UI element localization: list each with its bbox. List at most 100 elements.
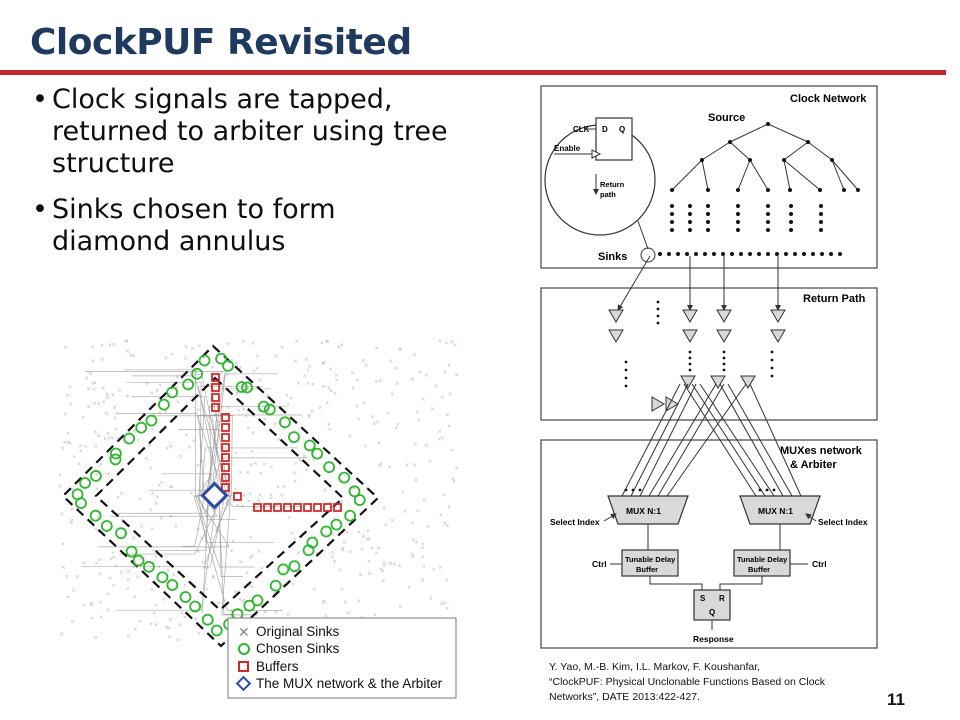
- original-sink-mark: ×: [111, 583, 115, 589]
- original-sink-mark: ×: [101, 487, 105, 493]
- original-sink-mark: ×: [299, 459, 303, 465]
- original-sink-mark: ×: [70, 507, 74, 513]
- clock-tree: [658, 122, 860, 256]
- original-sink-mark: ×: [263, 417, 267, 423]
- original-sink-mark: ×: [241, 600, 245, 606]
- buffer-mark: [221, 473, 230, 482]
- original-sink-mark: ×: [290, 531, 294, 537]
- original-sink-mark: ×: [149, 508, 153, 514]
- clock-network-panel: Clock Network Source CLK D Q Enable Retu…: [540, 85, 878, 269]
- original-sink-mark: ×: [355, 378, 359, 384]
- original-sink-mark: ×: [167, 392, 171, 398]
- original-sink-mark: ×: [100, 357, 104, 363]
- original-sink-mark: ×: [396, 422, 400, 428]
- sink-placement-figure: × × × × × × × × × × × × × × × × × × × × × × × × × × × × × × × × × × × × × × × ×…: [58, 338, 462, 702]
- original-sink-mark: ×: [280, 345, 284, 351]
- original-sink-mark: ×: [66, 440, 70, 446]
- original-sink-mark: ×: [95, 472, 99, 478]
- original-sink-mark: ×: [455, 372, 459, 378]
- chosen-sink-mark: [278, 416, 291, 429]
- outer-diamond-boundary: [61, 344, 380, 648]
- original-sink-mark: ×: [327, 385, 331, 391]
- original-sink-mark: ×: [379, 462, 383, 468]
- original-sink-mark: ×: [296, 381, 300, 387]
- original-sink-mark: ×: [445, 523, 449, 529]
- original-sink-mark: ×: [398, 347, 402, 353]
- legend-label: Buffers: [256, 659, 299, 674]
- clk-label: CLK: [573, 125, 590, 134]
- page-number: 11: [887, 690, 905, 709]
- original-sink-mark: ×: [335, 378, 339, 384]
- q-label: Q: [619, 125, 625, 134]
- original-sink-mark: ×: [65, 574, 69, 580]
- original-sink-mark: ×: [236, 408, 240, 414]
- original-sink-mark: ×: [334, 373, 338, 379]
- original-sink-mark: ×: [126, 569, 130, 575]
- original-sink-mark: ×: [230, 358, 234, 364]
- original-sink-mark: ×: [338, 567, 342, 573]
- original-sink-mark: ×: [398, 605, 402, 611]
- original-sink-mark: ×: [306, 368, 310, 374]
- original-sink-mark: ×: [364, 363, 368, 369]
- original-sink-mark: ×: [450, 477, 454, 483]
- original-sink-mark: ×: [322, 360, 326, 366]
- delay-buffer-right: [733, 549, 791, 577]
- chosen-sink-mark: [142, 560, 155, 573]
- original-sink-mark: ×: [94, 444, 98, 450]
- chosen-sink-mark: [303, 439, 316, 452]
- original-sink-mark: ×: [105, 395, 109, 401]
- chosen-sink-mark: [109, 447, 122, 460]
- original-sink-mark: ×: [166, 568, 170, 574]
- buffer-mark: [313, 503, 322, 512]
- original-sink-mark: ×: [351, 486, 355, 492]
- chosen-sink-mark: [182, 378, 195, 391]
- return-path-panel: Return Path: [540, 287, 878, 421]
- original-sink-mark: ×: [249, 584, 253, 590]
- original-sink-mark: ×: [269, 492, 273, 498]
- chosen-sink-mark: [71, 488, 84, 501]
- original-sink-mark: ×: [412, 352, 416, 358]
- original-sink-mark: ×: [276, 484, 280, 490]
- original-sink-mark: ×: [249, 462, 253, 468]
- original-sink-mark: ×: [69, 402, 73, 408]
- original-sink-mark: ×: [442, 600, 446, 606]
- original-sink-mark: ×: [373, 612, 377, 618]
- original-sink-mark: ×: [112, 453, 116, 459]
- original-sink-mark: ×: [152, 412, 156, 418]
- buffer-mark: [221, 413, 230, 422]
- original-sink-mark: ×: [133, 429, 137, 435]
- original-sink-mark: ×: [367, 571, 371, 577]
- original-sink-mark: ×: [428, 459, 432, 465]
- original-sink-mark: ×: [242, 407, 246, 413]
- original-sink-mark: ×: [226, 405, 230, 411]
- original-sink-mark: ×: [131, 354, 135, 360]
- original-sink-mark: ×: [63, 412, 67, 418]
- original-sink-mark: ×: [235, 503, 239, 509]
- original-sink-mark: ×: [148, 466, 152, 472]
- buffer-mark: [333, 503, 342, 512]
- original-sink-mark: ×: [109, 557, 113, 563]
- original-sink-mark: ×: [362, 401, 366, 407]
- original-sink-mark: ×: [357, 530, 361, 536]
- original-sink-mark: ×: [293, 479, 297, 485]
- original-sink-mark: ×: [440, 435, 444, 441]
- original-sink-mark: ×: [125, 394, 129, 400]
- d-label: D: [602, 125, 608, 134]
- original-sink-mark: ×: [191, 439, 195, 445]
- original-sink-mark: ×: [245, 570, 249, 576]
- original-sink-mark: ×: [235, 391, 239, 397]
- original-sink-mark: ×: [329, 389, 333, 395]
- original-sink-mark: ×: [230, 608, 234, 614]
- original-sink-mark: ×: [96, 515, 100, 521]
- buffer-triangle: [710, 375, 726, 389]
- original-sink-mark: ×: [319, 455, 323, 461]
- source-label: Source: [708, 112, 745, 124]
- chosen-sink-mark: [145, 414, 158, 427]
- original-sink-mark: ×: [97, 557, 101, 563]
- bullet-text: Clock signals are tapped, returned to ar…: [52, 84, 448, 179]
- original-sink-mark: ×: [138, 496, 142, 502]
- mux-left-label: MUX N:1: [626, 506, 661, 516]
- buffer-mark: [263, 503, 272, 512]
- original-sink-mark: ×: [86, 386, 90, 392]
- original-sink-mark: ×: [197, 631, 201, 637]
